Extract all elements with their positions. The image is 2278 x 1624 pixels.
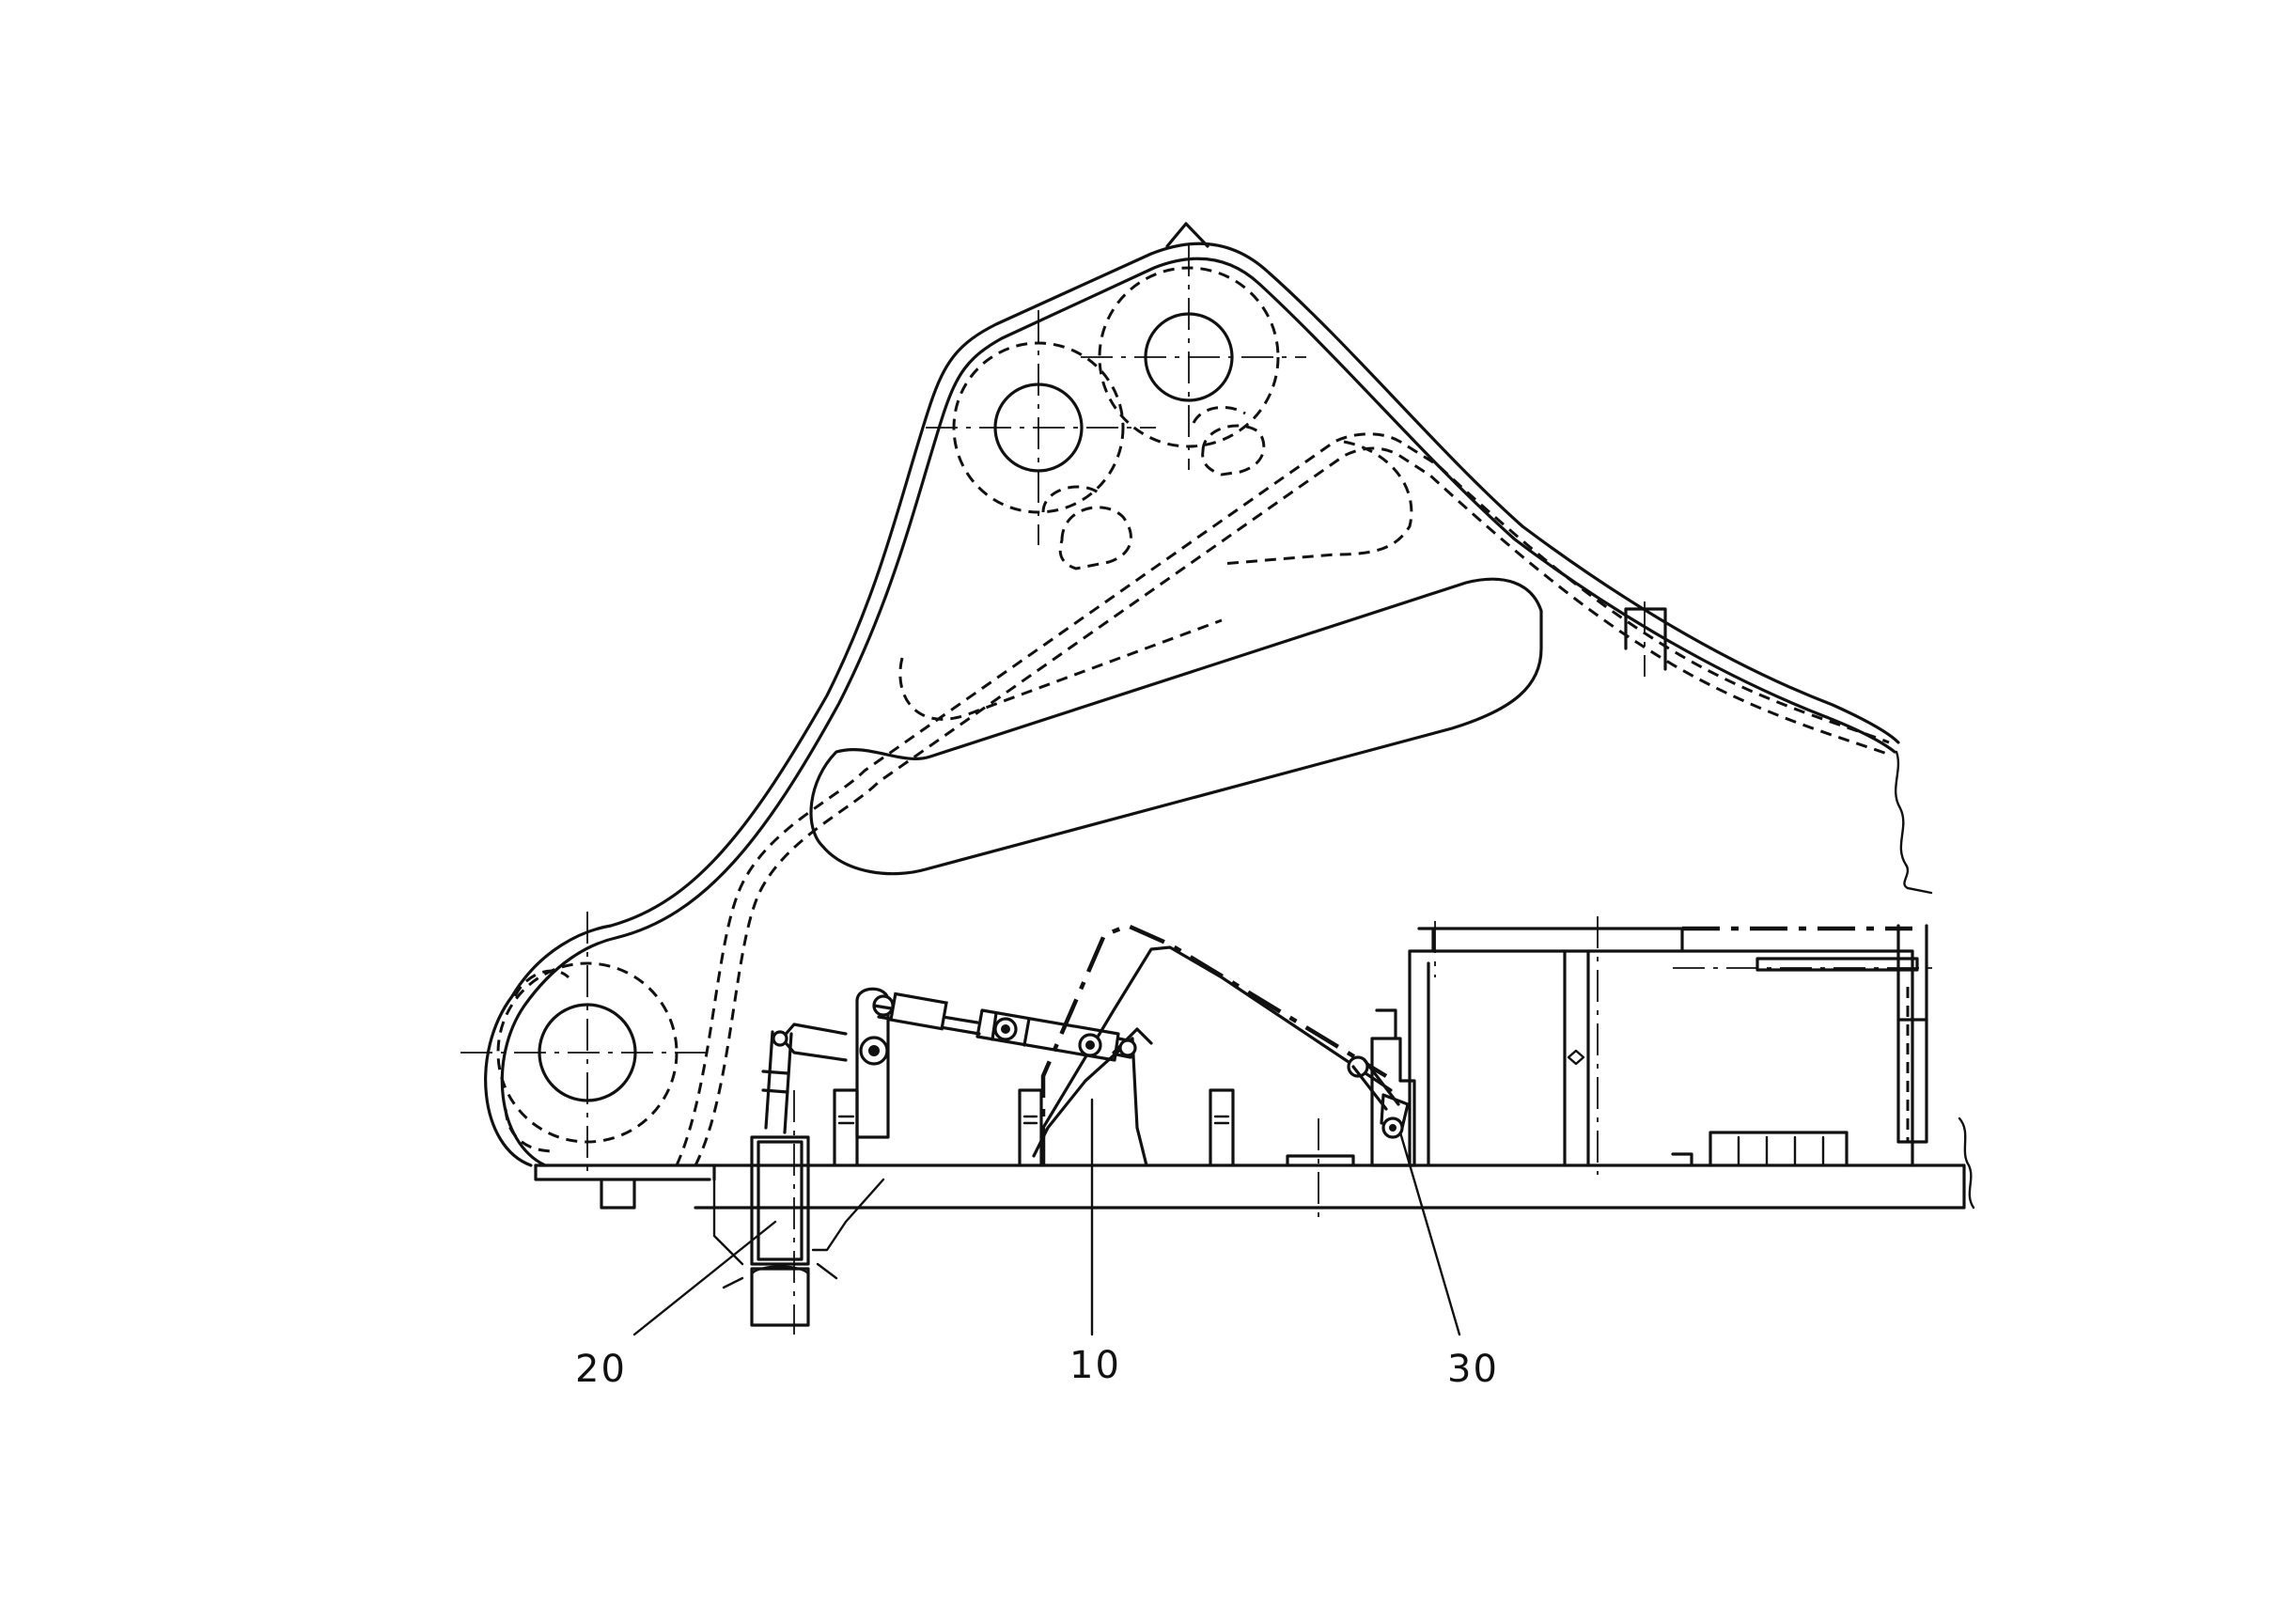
boom-tip — [1165, 222, 1209, 248]
actuator-cylinder — [975, 1008, 1120, 1062]
base-plate-outline — [534, 1163, 1966, 1210]
right-housing — [1408, 924, 1928, 1167]
post-1 — [833, 1088, 859, 1167]
break-line-upper — [1894, 750, 1910, 890]
switch-unit — [1347, 1008, 1416, 1167]
arm-top-lug — [1624, 607, 1667, 671]
ref-label-10: 10 — [1069, 1344, 1121, 1387]
connecting-rod — [764, 1030, 793, 1134]
linkage-phantom-position — [1040, 923, 1388, 1165]
leader-30 — [1398, 1131, 1461, 1336]
arm-cutout-window — [809, 577, 1543, 876]
hidden-lines — [496, 266, 1890, 1166]
center-lines — [460, 244, 1936, 1335]
leader-20 — [632, 1220, 777, 1336]
boom-arm — [484, 222, 1933, 1167]
base-plate — [534, 1116, 1975, 1210]
base-bolt — [600, 1178, 636, 1210]
boom-inner-outline — [500, 257, 1896, 1167]
reference-labels: 20 10 30 — [575, 1098, 1499, 1391]
boom-outer-outline — [484, 242, 1900, 1167]
post-2 — [1018, 1088, 1043, 1167]
break-line-upper-end — [1906, 886, 1933, 895]
ref-label-30: 30 — [1447, 1348, 1499, 1391]
ref-label-20: 20 — [575, 1348, 627, 1391]
post-3 — [1209, 1088, 1235, 1167]
linkage — [712, 923, 1416, 1327]
